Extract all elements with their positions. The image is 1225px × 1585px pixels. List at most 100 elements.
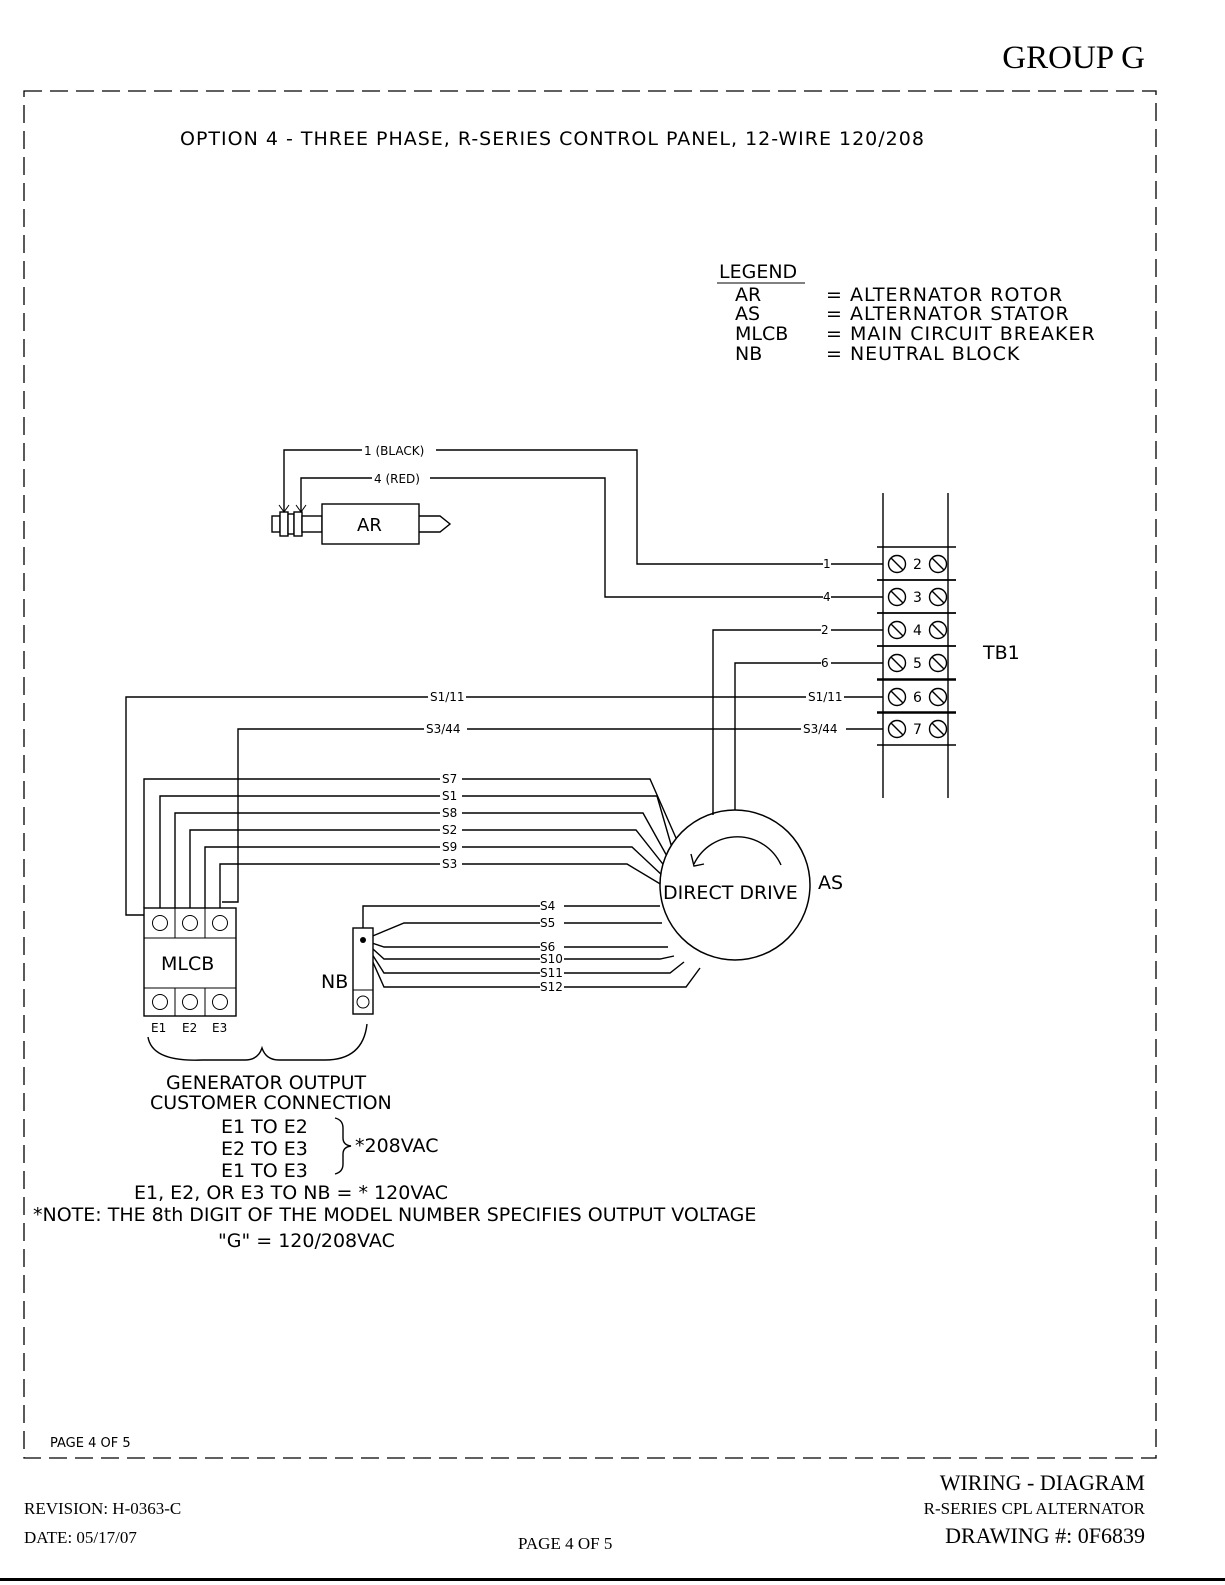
tb-terminal-number: 7	[913, 722, 922, 738]
mlcb-terminal-e3: E3	[212, 1021, 227, 1035]
tb-terminal: 6	[877, 679, 956, 714]
legend-desc-nb: = NEUTRAL BLOCK	[826, 343, 1020, 365]
legend: LEGEND AR = ALTERNATOR ROTOR AS = ALTERN…	[717, 261, 1096, 365]
wire-label-s3-44-right: S3/44	[803, 722, 838, 736]
mlcb-terminal-e2: E2	[182, 1021, 197, 1035]
output-208vac: *208VAC	[355, 1135, 438, 1157]
legend-code-mlcb: MLCB	[735, 323, 788, 345]
tb-wire-2: 2	[821, 623, 829, 637]
breaker-wire-label: S2	[442, 823, 457, 837]
output-pair-2: E2 TO E3	[221, 1138, 308, 1160]
bottom-rule	[0, 1578, 1225, 1581]
footer-subtitle: R-SERIES CPL ALTERNATOR	[923, 1499, 1145, 1518]
legend-desc-as: = ALTERNATOR STATOR	[826, 303, 1070, 325]
breaker-wire	[219, 863, 440, 915]
stator-label: AS	[818, 872, 843, 894]
neutral-wire	[362, 939, 540, 974]
breaker-wire	[462, 863, 663, 886]
tb-terminal-number: 5	[913, 656, 922, 672]
tb-terminal: 2	[877, 546, 956, 581]
wire-label-s3-44-left: S3/44	[426, 722, 461, 736]
nb-label: NB	[321, 971, 348, 993]
breaker-wire	[189, 829, 440, 915]
breaker-wire	[462, 812, 669, 859]
footer-title: WIRING - DIAGRAM	[939, 1470, 1145, 1495]
output-nb-line: E1, E2, OR E3 TO NB = * 120VAC	[134, 1182, 448, 1204]
voltage-brace	[334, 1117, 352, 1175]
neutral-wire-label: S11	[540, 966, 563, 980]
legend-heading: LEGEND	[719, 261, 797, 283]
breaker-wire	[159, 795, 440, 915]
tb-terminal: 5	[877, 645, 956, 680]
breaker-wire	[462, 795, 673, 849]
group-title: GROUP G	[1002, 40, 1145, 76]
mlcb-terminal-e1: E1	[151, 1021, 166, 1035]
rotor-label: AR	[357, 515, 382, 536]
legend-code-ar: AR	[735, 284, 761, 306]
output-line1: GENERATOR OUTPUT	[166, 1072, 367, 1094]
neutral-wire-label: S6	[540, 940, 555, 954]
stator-drive-label: DIRECT DRIVE	[663, 882, 798, 904]
breaker-wire	[174, 812, 440, 908]
diagram-title: OPTION 4 - THREE PHASE, R-SERIES CONTROL…	[180, 128, 925, 150]
legend-code-as: AS	[735, 303, 760, 325]
breaker-wire	[462, 829, 667, 869]
alternator-rotor: AR	[271, 503, 452, 545]
breaker-wire	[462, 846, 665, 878]
breaker-wire	[204, 846, 440, 908]
wire-label-s1-11-right: S1/11	[808, 690, 843, 704]
tb-terminal: 7	[877, 711, 956, 746]
output-note2: "G" = 120/208VAC	[218, 1230, 395, 1252]
tb-wire-6: 6	[821, 656, 829, 670]
page-number: PAGE 4 OF 5	[518, 1534, 613, 1553]
drawing-number: DRAWING #: 0F6839	[945, 1523, 1145, 1548]
alternator-stator: DIRECT DRIVE AS	[659, 809, 843, 961]
output-pair-3: E1 TO E3	[221, 1160, 308, 1182]
breaker-wire-label: S9	[442, 840, 457, 854]
tb-terminal-number: 2	[913, 557, 922, 573]
main-circuit-breaker: MLCB E1 E2 E3	[143, 907, 237, 1035]
neutral-wire	[362, 939, 540, 948]
tb-terminal-number: 6	[913, 690, 922, 706]
wire-label-s1-11-left: S1/11	[430, 690, 465, 704]
wire-label-4-red: 4 (RED)	[374, 472, 420, 486]
neutral-wire	[362, 939, 540, 960]
legend-desc-mlcb: = MAIN CIRCUIT BREAKER	[826, 323, 1096, 345]
tb-wire-4: 4	[823, 590, 831, 604]
breaker-wire	[143, 778, 440, 908]
legend-code-nb: NB	[735, 343, 762, 365]
neutral-wire	[564, 961, 685, 974]
mlcb-label: MLCB	[161, 953, 214, 975]
terminal-block-tb1: 2 3 4 5 6 7 TB1	[877, 493, 1020, 798]
output-pair-1: E1 TO E2	[221, 1116, 308, 1138]
wire-label-1-black: 1 (BLACK)	[364, 444, 424, 458]
output-brace	[147, 1023, 368, 1061]
neutral-block: NB	[321, 927, 374, 1015]
breaker-wire-label: S8	[442, 806, 457, 820]
date: DATE: 05/17/07	[24, 1528, 137, 1547]
output-note: *NOTE: THE 8th DIGIT OF THE MODEL NUMBER…	[33, 1204, 756, 1226]
tb-terminal-number: 3	[913, 590, 922, 606]
legend-desc-ar: = ALTERNATOR ROTOR	[826, 284, 1063, 306]
breaker-wire	[462, 778, 677, 839]
output-line2: CUSTOMER CONNECTION	[150, 1092, 392, 1114]
tb-terminal: 3	[877, 579, 956, 614]
neutral-wire-label: S4	[540, 899, 555, 913]
neutral-wire	[564, 967, 701, 988]
tb1-label: TB1	[982, 642, 1020, 664]
tb-terminal-number: 4	[913, 623, 922, 639]
inner-page-number: PAGE 4 OF 5	[50, 1436, 131, 1451]
breaker-wire-label: S3	[442, 857, 457, 871]
tb-terminal: 4	[877, 612, 956, 647]
neutral-wire-label: S12	[540, 980, 563, 994]
neutral-wire	[362, 922, 540, 941]
wiring-diagram: OPTION 4 - THREE PHASE, R-SERIES CONTROL…	[23, 90, 1157, 1459]
tb-wire-1: 1	[823, 557, 831, 571]
neutral-wire-label: S10	[540, 952, 563, 966]
breaker-wire-label: S1	[442, 789, 457, 803]
breaker-wire-label: S7	[442, 772, 457, 786]
neutral-wire	[564, 955, 675, 960]
revision: REVISION: H-0363-C	[24, 1499, 182, 1518]
